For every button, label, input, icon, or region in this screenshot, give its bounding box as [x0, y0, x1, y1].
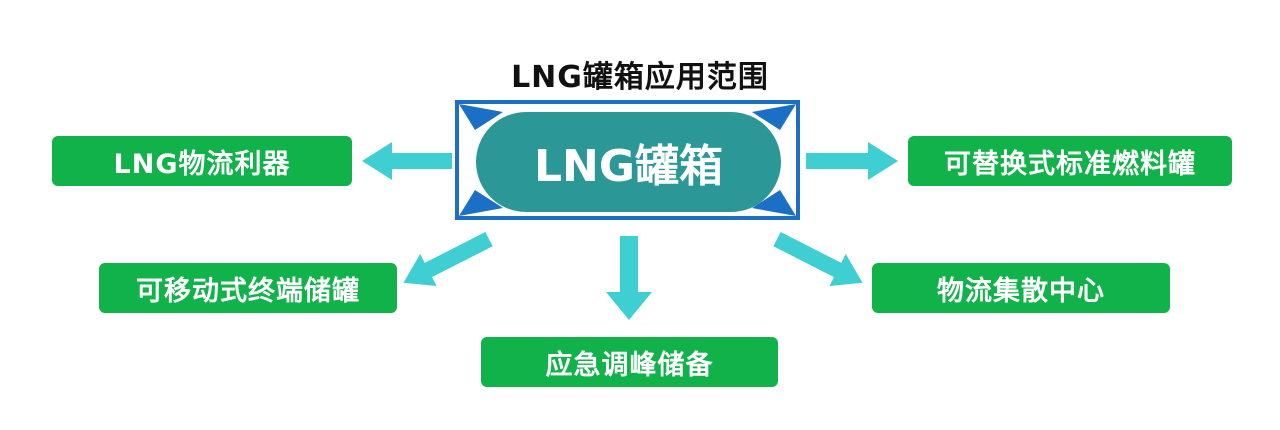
container-frame [455, 100, 800, 220]
application-box-logistics-tool: LNG物流利器 [52, 136, 352, 186]
lng-tank: LNG罐箱 [476, 112, 781, 212]
application-box-emergency-peak-reserve: 应急调峰储备 [481, 337, 778, 387]
arrow-right [806, 142, 898, 180]
arrow-left [362, 142, 452, 180]
diagram-title: LNG罐箱应用范围 [511, 60, 769, 95]
arrow-down-left [403, 231, 493, 287]
application-box-mobile-terminal-storage: 可移动式终端储罐 [99, 263, 397, 313]
arrow-down [606, 236, 652, 320]
application-box-logistics-hub: 物流集散中心 [872, 263, 1170, 313]
arrow-down-right [773, 231, 863, 287]
application-box-replaceable-fuel-tank: 可替换式标准燃料罐 [908, 136, 1232, 186]
tank-label: LNG罐箱 [534, 141, 723, 192]
